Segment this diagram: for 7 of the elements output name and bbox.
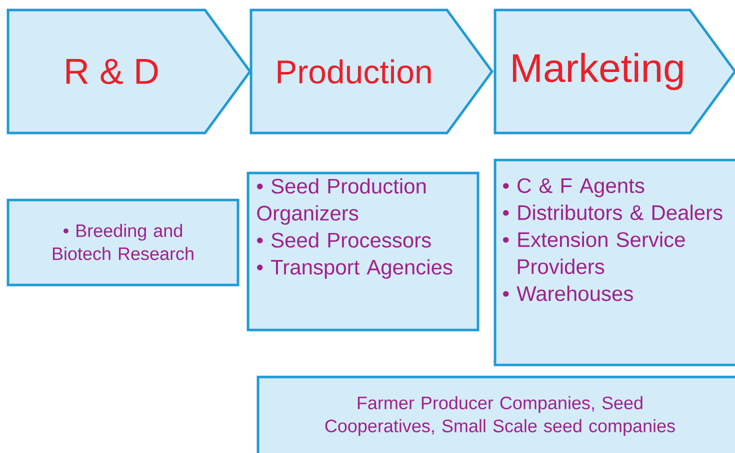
text-box: Farmer Producer Companies, Seed Cooperatives, Small Scale seed companies <box>256 376 735 453</box>
stage-pentagon: R & D <box>6 8 252 134</box>
stage-pentagon: Production <box>250 8 494 134</box>
text-box: • Seed Production Organizers • Seed Processors • Transport Agencies <box>246 172 480 332</box>
stage-pentagon: Marketing <box>494 8 735 134</box>
text-box: • Breeding and Biotech Research <box>6 198 240 286</box>
text-box: • C & F Agents • Distributors & Dealers • Extension Service Providers • Warehouses <box>494 158 735 366</box>
